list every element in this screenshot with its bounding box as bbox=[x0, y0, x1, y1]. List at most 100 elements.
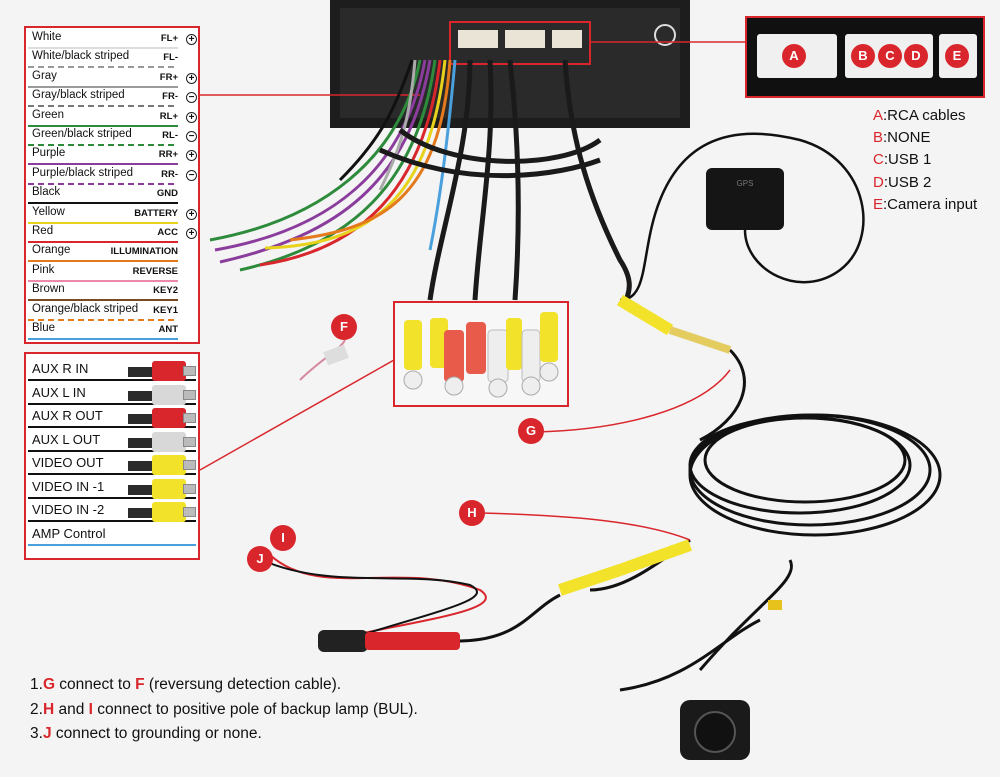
wire-color-name: Purple/black striped bbox=[32, 166, 133, 179]
rca-row: AUX R OUT bbox=[28, 405, 196, 428]
negative-terminal-icon: − bbox=[186, 169, 197, 181]
note-text: (reversung detection cable). bbox=[144, 676, 342, 693]
legend-text: :USB 2 bbox=[883, 173, 932, 191]
camera-video-plug-bottom bbox=[558, 564, 622, 596]
rca-row-underline bbox=[28, 496, 196, 499]
wire-function-tag: RR- bbox=[161, 168, 178, 180]
note-point-ref: J bbox=[42, 725, 52, 742]
wire-color-name: Brown bbox=[32, 283, 65, 296]
wire-function-tag: FL- bbox=[163, 52, 178, 64]
rca-plug-icon bbox=[152, 431, 186, 452]
legend-letter: D bbox=[873, 173, 884, 191]
legend-text: :NONE bbox=[883, 129, 931, 147]
legend-letter: B bbox=[873, 129, 884, 147]
wire-color-name: Orange bbox=[32, 244, 71, 257]
wire-color-underline bbox=[28, 182, 178, 185]
wire-color-underline bbox=[28, 105, 178, 108]
legend-letter: E bbox=[873, 195, 884, 213]
wire-color-underline bbox=[28, 144, 178, 146]
wire-color-underline bbox=[28, 163, 178, 166]
rca-row: VIDEO IN -2 bbox=[28, 499, 196, 522]
positive-terminal-icon: + bbox=[186, 111, 197, 123]
rca-plug-tip bbox=[183, 413, 196, 423]
legend-letter: A bbox=[873, 107, 884, 124]
wire-color-underline bbox=[28, 318, 178, 321]
legend-item-b: B:NONE bbox=[873, 129, 931, 146]
wire-color-underline bbox=[28, 202, 178, 205]
positive-terminal-icon: + bbox=[186, 208, 197, 220]
note-text: connect to grounding or none. bbox=[51, 725, 262, 742]
head-unit-plug-2 bbox=[505, 30, 545, 48]
wire-color-name: Gray bbox=[32, 69, 57, 82]
wire-function-tag: FL+ bbox=[160, 33, 178, 44]
rca-plug-group bbox=[403, 312, 559, 398]
rca-plug-icon bbox=[152, 502, 186, 522]
power-plug-boot bbox=[318, 630, 368, 652]
wire-color-name: Pink bbox=[32, 263, 55, 276]
rca-plug-icon bbox=[152, 455, 186, 475]
rca-row: AUX L IN bbox=[28, 382, 196, 405]
rca-row-underline bbox=[28, 449, 196, 452]
legend-letter: C bbox=[873, 151, 884, 169]
wire-color-underline bbox=[28, 279, 178, 282]
wire-function-tag: KEY2 bbox=[153, 285, 178, 297]
wire-color-name: Black bbox=[32, 186, 61, 199]
rca-channel-name: VIDEO OUT bbox=[32, 455, 104, 470]
head-unit-plug-3 bbox=[552, 30, 582, 48]
rca-row-underline bbox=[28, 473, 196, 475]
rca-cable bbox=[128, 390, 158, 401]
wire-color-underline bbox=[28, 47, 178, 49]
gps-cable bbox=[619, 132, 865, 302]
note-number: 2. bbox=[30, 700, 43, 718]
cable-tag bbox=[323, 344, 349, 366]
wire-color-underline bbox=[28, 241, 178, 243]
rca-row: AUX R IN bbox=[28, 358, 196, 381]
wire-color-name: Blue bbox=[32, 322, 56, 334]
rca-plug-icon bbox=[152, 361, 186, 381]
note-point-ref: G bbox=[42, 676, 55, 693]
rca-row: VIDEO OUT bbox=[28, 452, 196, 475]
negative-terminal-icon: − bbox=[186, 131, 197, 142]
rca-channel-name: AMP Control bbox=[32, 525, 106, 541]
camera-lens-icon bbox=[694, 711, 736, 753]
connector-badge-a: A bbox=[782, 44, 806, 68]
note-line: 1.G connect to F (reversung detection ca… bbox=[30, 676, 341, 694]
power-to-camera-cable bbox=[459, 593, 561, 643]
camera-video-jack-bottom bbox=[617, 539, 693, 576]
legend-text: :RCA cables bbox=[883, 107, 966, 124]
camera-video-plug-top-body bbox=[668, 326, 732, 354]
rca-cable bbox=[128, 484, 158, 495]
rca-plug-tip bbox=[183, 507, 196, 517]
legend-item-c: C:USB 1 bbox=[873, 151, 931, 168]
rca-plug-icon bbox=[152, 408, 186, 428]
wire-color-name: Yellow bbox=[32, 205, 65, 218]
wire-row: Green/black striped RL- bbox=[28, 127, 178, 146]
legend-text: :Camera input bbox=[883, 195, 978, 213]
wire-h bbox=[479, 512, 691, 541]
rca-channel-name: VIDEO IN -1 bbox=[32, 478, 105, 494]
wire-function-tag: RL- bbox=[162, 130, 178, 141]
positive-terminal-icon: + bbox=[186, 34, 197, 45]
rca-cable bbox=[128, 461, 158, 471]
rca-plug-tip bbox=[183, 389, 196, 400]
rca-plug-tip bbox=[183, 460, 196, 470]
wire-color-name: Green/black striped bbox=[32, 128, 132, 140]
wire-g bbox=[534, 369, 731, 433]
positive-terminal-icon: + bbox=[186, 228, 197, 239]
leader-line-rca-table bbox=[199, 359, 395, 471]
rca-plug-tip bbox=[183, 483, 196, 494]
wire-function-tag: RR+ bbox=[158, 149, 178, 161]
rca-channel-name: AUX L IN bbox=[32, 384, 86, 400]
rca-channel-name: AUX R OUT bbox=[32, 408, 103, 423]
